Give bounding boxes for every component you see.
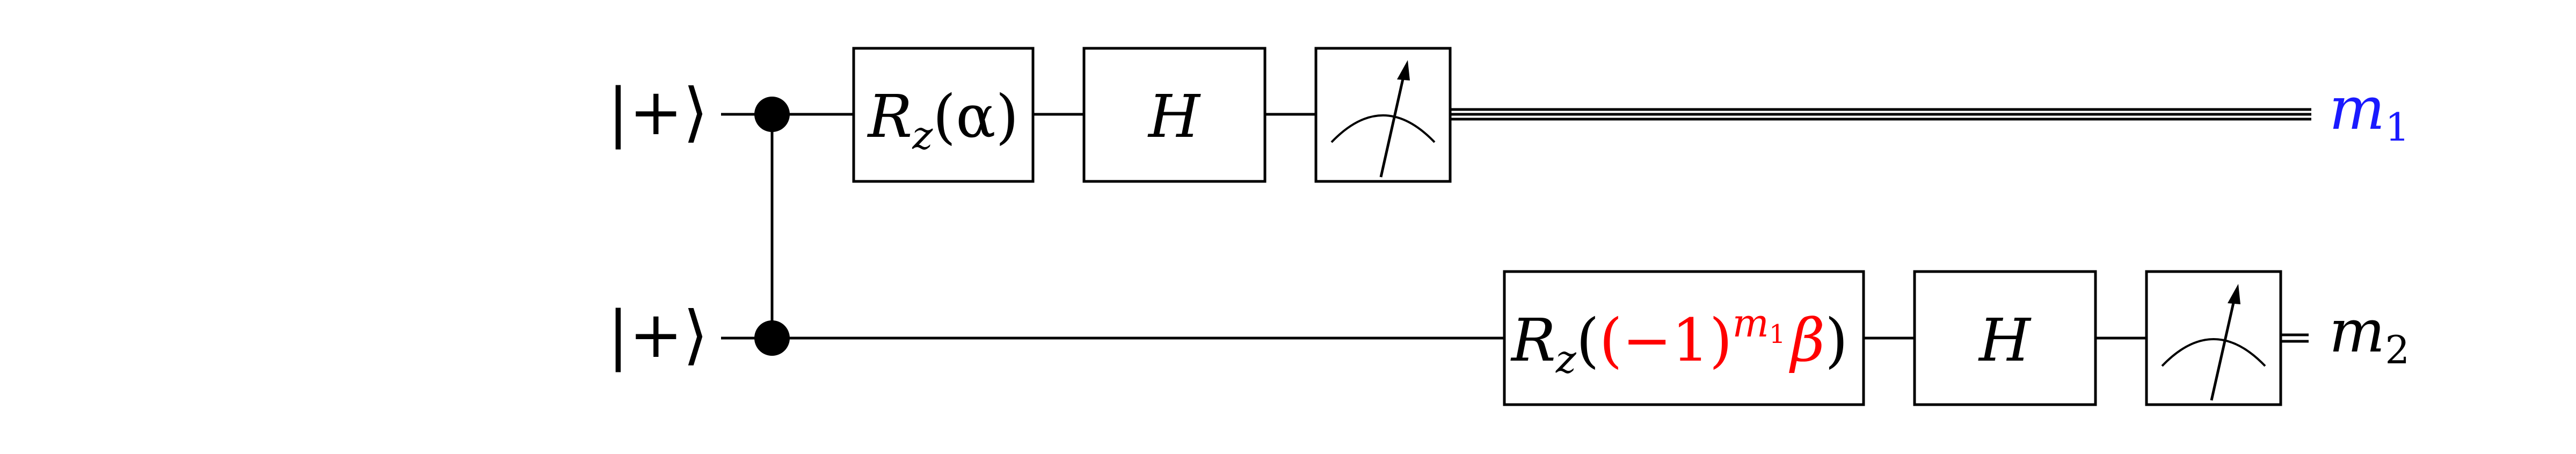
hadamard-label-q1: H (1147, 82, 1201, 151)
rz-beta-beta: β (1789, 306, 1825, 375)
svg-text:Rz(α): Rz(α) (867, 82, 1019, 158)
output-label-m2: m2 (2329, 297, 2410, 372)
rz-alpha-sub: z (912, 113, 933, 158)
output-label-m1: m1 (2329, 74, 2410, 150)
rz-beta-exp-sub: 1 (1769, 319, 1786, 349)
control-dot-q1 (754, 97, 790, 132)
rz-beta-open: ( (1576, 306, 1599, 375)
rz-alpha-r: R (867, 82, 913, 151)
rz-beta-exp-m: m (1733, 301, 1769, 346)
hadamard-gate-q2: H (1913, 270, 2097, 406)
rz-alpha-gate: Rz(α) (852, 47, 1035, 183)
input-state-q1: |+⟩ (607, 75, 708, 150)
input-state-q2: |+⟩ (607, 298, 708, 372)
measurement-meter-q1 (1314, 47, 1452, 183)
measurement-meter-q2 (2145, 270, 2282, 406)
control-dot-q2 (754, 320, 790, 356)
rz-beta-sub: z (1555, 336, 1577, 382)
rz-alpha-arg: (α) (933, 82, 1018, 151)
rz-beta-red-open: (−1) (1599, 306, 1733, 375)
hadamard-label-q2: H (1978, 306, 2032, 375)
hadamard-gate-q1: H (1082, 47, 1267, 183)
rz-beta-gate: Rz((−1)m1β) (1503, 270, 1865, 406)
rz-beta-close: ) (1825, 306, 1848, 375)
svg-text:Rz((−1)m1β): Rz((−1)m1β) (1510, 301, 1848, 382)
rz-beta-r: R (1510, 306, 1556, 375)
